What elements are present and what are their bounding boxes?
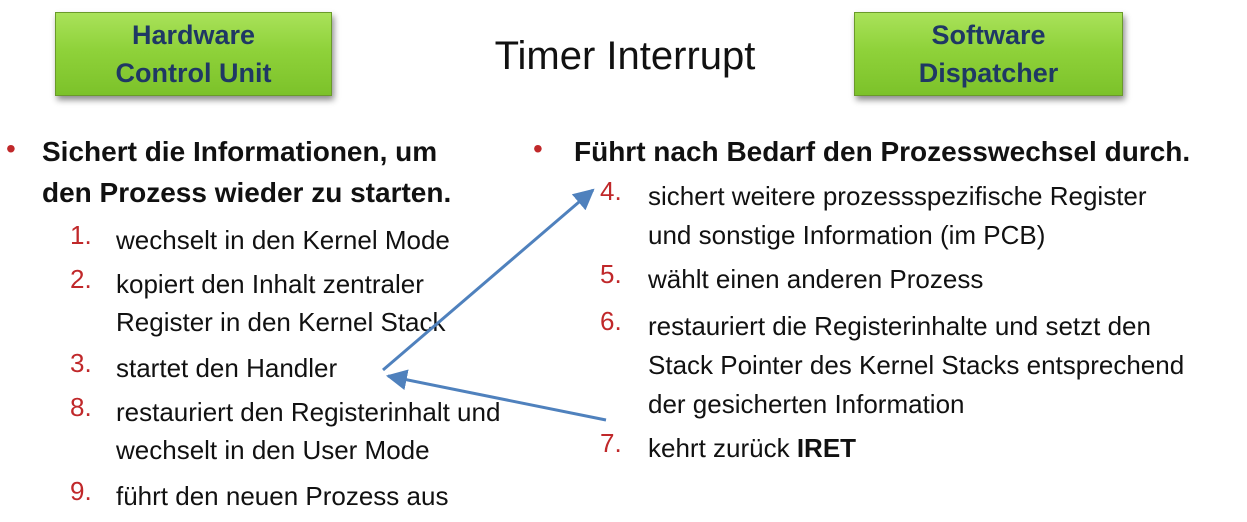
left-heading-line: Sichert die Informationen, um (42, 136, 438, 167)
arrow-3-to-4 (382, 188, 595, 372)
software-dispatcher-box: Software Dispatcher (854, 12, 1123, 96)
step-text: wechselt in den Kernel Mode (116, 225, 450, 255)
step-text: und sonstige Information (im PCB) (648, 220, 1046, 250)
box-label-line: Dispatcher (918, 58, 1059, 88)
step-number: 9. (70, 476, 92, 506)
hardware-control-unit-box: Hardware Control Unit (55, 12, 332, 96)
step-number: 7. (600, 428, 622, 458)
step-number: 1. (70, 220, 92, 250)
step-number: 2. (70, 264, 92, 294)
box-label-line: Control Unit (115, 58, 272, 88)
bullet-icon: • (6, 133, 16, 164)
step-text: startet den Handler (116, 353, 338, 383)
left-heading-line: den Prozess wieder zu starten. (42, 177, 452, 208)
step-text: wechselt in den User Mode (116, 435, 430, 465)
arrow-7-to-8 (385, 369, 607, 422)
step-text: kehrt zurück IRET (648, 428, 856, 469)
step-text: wählt einen anderen Prozess (648, 264, 984, 294)
box-label-line: Hardware (131, 20, 256, 50)
step-text: Stack Pointer des Kernel Stacks entsprec… (648, 350, 1185, 380)
step-text: restauriert den Registerinhalt und (116, 397, 501, 427)
step-number: 3. (70, 348, 92, 378)
box-label-line: Software (931, 20, 1046, 50)
step-text: Register in den Kernel Stack (116, 307, 446, 337)
step-text: sichert weitere prozessspezifische Regis… (648, 181, 1147, 211)
step-text: der gesicherten Information (648, 389, 965, 419)
iret-keyword: IRET (796, 433, 857, 463)
step-text: führt den neuen Prozess aus (116, 481, 449, 511)
step-text-plain: kehrt zurück (648, 433, 797, 463)
right-heading: Führt nach Bedarf den Prozesswechsel dur… (574, 136, 1191, 167)
step-number: 6. (600, 306, 622, 336)
step-number: 8. (70, 392, 92, 422)
bullet-icon: • (533, 133, 543, 164)
step-number: 5. (600, 259, 622, 289)
step-text: kopiert den Inhalt zentraler (116, 269, 424, 299)
slide-title: Timer Interrupt (494, 34, 756, 78)
step-number: 4. (600, 176, 622, 206)
step-text: restauriert die Registerinhalte und setz… (648, 311, 1151, 341)
